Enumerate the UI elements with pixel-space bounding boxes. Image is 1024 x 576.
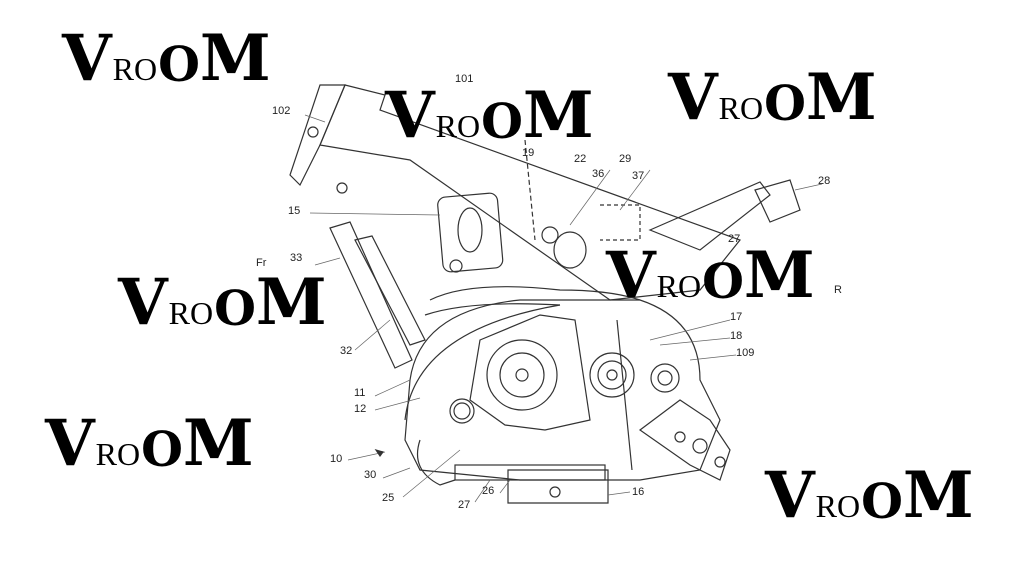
ref-label-37: 37 [632,170,645,182]
hidden-line [524,139,536,241]
ref-label-15: 15 [288,205,301,217]
ref-label-19: 19 [522,147,535,159]
ref-label-10: 10 [330,453,343,465]
frame-beam [319,84,741,301]
rear-frame [648,181,771,251]
throttle-body [541,226,559,244]
clutch [589,352,635,398]
bolt [714,456,726,468]
radiator-core [354,235,426,346]
pivot-bracket [638,399,731,481]
ref-label-32: 32 [340,345,353,357]
ref-label-27: 27 [458,499,471,511]
ref-label-16: 16 [632,486,645,498]
coolant-hose [416,439,456,486]
ref-label-r: R [834,284,842,296]
generator [486,339,558,411]
ref-label-17: 17 [730,311,743,323]
oil-filter-inner [453,402,471,420]
ref-label-102: 102 [272,105,291,117]
exhaust-pipe [454,464,606,481]
oil-filter [449,398,475,424]
mount-bolt [307,126,319,138]
sprocket [650,363,680,393]
intake [553,231,587,269]
ref-label-36: 36 [592,168,605,180]
ref-label-29: 29 [619,153,632,165]
ref-label-22: 22 [574,153,587,165]
upper-hose [429,286,641,301]
shift-rod [616,319,633,471]
ref-label-11: 11 [354,387,366,399]
radiator [329,221,413,369]
ref-label-27-upper: 27 [728,233,741,245]
cylinder-head [437,192,504,273]
bolt [692,438,708,454]
lower-hose [424,303,561,316]
spark-plug-boss [457,207,483,253]
leader-lines [304,114,823,503]
oil-pan [507,469,609,504]
ref-label-25: 25 [382,492,395,504]
mount-bolt [336,182,348,194]
ref-label-30: 30 [364,469,377,481]
clutch-inner [597,360,627,390]
crankcase [404,299,721,481]
generator-hub [515,368,529,382]
sprocket-hub [657,370,673,386]
drain-plug [549,486,561,498]
ref-label-101: 101 [455,73,474,85]
generator-cover [469,314,591,431]
rear-tube [754,179,801,223]
ref-label-109: 109 [736,347,755,359]
ref-label-fr: Fr [256,257,267,269]
front-bracket [289,84,346,187]
ref-label-33: 33 [290,252,303,264]
clutch-hub [606,369,618,381]
exhaust-header [404,304,561,421]
ref-label-12: 12 [354,403,367,415]
arrow-head-icon [374,448,385,458]
generator-inner [499,352,545,398]
bolt [674,431,686,443]
ref-label-18: 18 [730,330,743,342]
hidden-outline [600,204,641,241]
bolt [449,259,463,273]
ref-label-28: 28 [818,175,831,187]
ref-label-26: 26 [482,485,495,497]
